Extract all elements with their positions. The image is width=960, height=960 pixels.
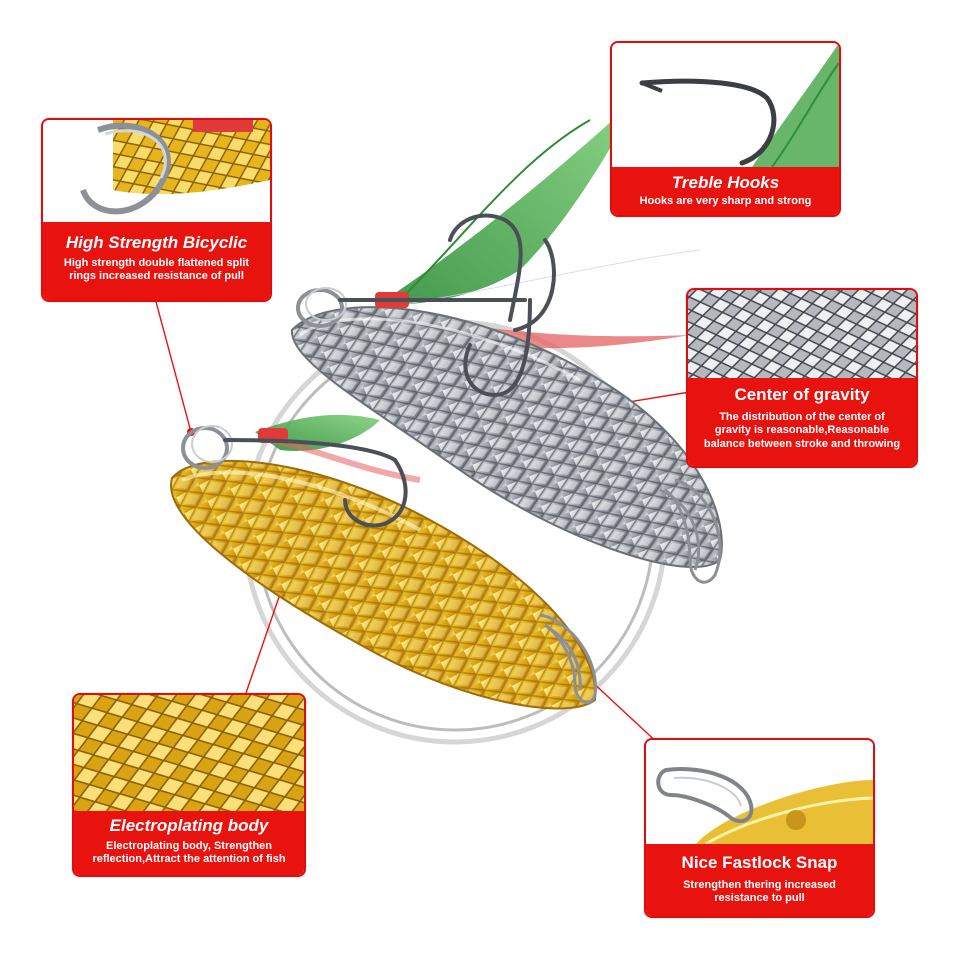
gold-spoon-lure [170, 459, 597, 710]
callout-desc-line: The distribution of the center of [719, 410, 885, 423]
split-ring-icon [43, 120, 270, 226]
callout-banner: High Strength Bicyclic High strength dou… [43, 222, 270, 300]
callout-title: Nice Fastlock Snap [681, 853, 838, 872]
silver-scale-texture [688, 290, 916, 378]
snap-icon [539, 613, 598, 704]
callout-electroplating-body: Electroplating body Electroplating body,… [72, 693, 306, 877]
callout-photo-hook [612, 43, 839, 167]
callout-desc-line: High strength double flattened split [63, 256, 250, 269]
callout-photo-silver-scales [688, 290, 916, 378]
gold-scale-texture [74, 695, 304, 811]
callout-desc-line: Hooks are very sharp and strong [639, 194, 812, 207]
split-ring-icon [296, 287, 347, 328]
callout-title: Treble Hooks [671, 173, 780, 192]
callout-desc-line: Electroplating body, Strengthen [105, 839, 273, 852]
callout-photo-split-ring [43, 120, 270, 226]
callout-desc-line: reflection,Attract the attention of fish [92, 853, 286, 866]
callout-banner: Center of gravity The distribution of th… [688, 378, 916, 466]
callout-banner: Nice Fastlock Snap Strengthen thering in… [646, 844, 873, 916]
callout-desc-line: rings increased resistance of pull [69, 270, 244, 283]
callout-banner: Treble Hooks Hooks are very sharp and st… [612, 167, 839, 215]
snap-icon [646, 740, 873, 844]
callout-treble-hooks: Treble Hooks Hooks are very sharp and st… [610, 41, 841, 217]
callout-photo-snap [646, 740, 873, 844]
callout-desc-line: Strengthen thering increased [683, 878, 836, 891]
hook-icon [223, 438, 408, 528]
hook-icon [612, 43, 839, 167]
callout-title: Center of gravity [734, 385, 870, 404]
callout-desc-line: gravity is reasonable,Reasonable [714, 424, 890, 437]
split-ring-icon [181, 425, 233, 470]
snap-icon [659, 478, 722, 584]
callout-title: Electroplating body [109, 816, 269, 835]
callout-desc-line: balance between stroke and throwing [703, 438, 901, 451]
callout-photo-gold-scales [74, 695, 304, 811]
callout-desc-line: resistance to pull [714, 892, 805, 905]
hook-icon [338, 213, 556, 398]
callout-fastlock-snap: Nice Fastlock Snap Strengthen thering in… [644, 738, 875, 918]
callout-high-strength-bicyclic: High Strength Bicyclic High strength dou… [41, 118, 272, 302]
callout-banner: Electroplating body Electroplating body,… [74, 811, 304, 875]
callout-title: High Strength Bicyclic [65, 233, 248, 252]
callout-center-of-gravity: Center of gravity The distribution of th… [686, 288, 918, 468]
